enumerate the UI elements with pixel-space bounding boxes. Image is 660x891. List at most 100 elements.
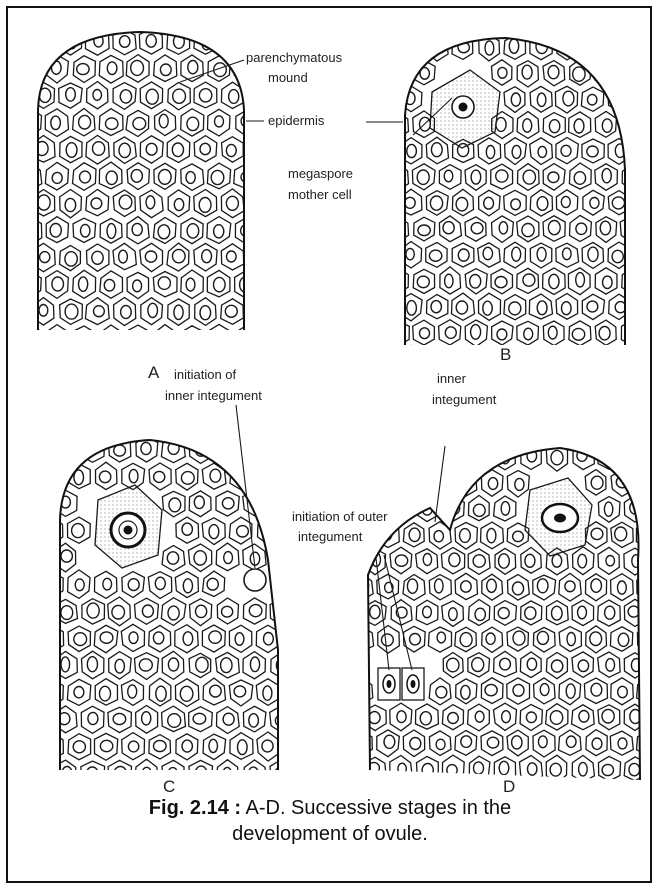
cell-nucleus <box>603 276 613 288</box>
cell-nucleus <box>431 301 441 313</box>
cell-nucleus <box>485 41 494 55</box>
cell-nucleus <box>141 442 151 454</box>
cell-nucleus <box>436 739 445 749</box>
cell-nucleus <box>93 142 105 156</box>
inner-integument-initial-cell <box>244 569 266 591</box>
cell-nucleus <box>100 632 113 643</box>
tissue-cell <box>284 624 307 651</box>
cell-nucleus <box>172 143 183 157</box>
cell-nucleus <box>128 579 139 591</box>
cell-nucleus <box>227 251 237 262</box>
cell-nucleus <box>129 469 138 482</box>
cell-nucleus <box>445 274 453 288</box>
cell-nucleus <box>417 170 429 184</box>
tissue-cell <box>235 326 257 353</box>
cell-nucleus <box>602 169 611 183</box>
cell-nucleus <box>193 713 206 724</box>
cell-nucleus <box>224 552 233 564</box>
cell-nucleus <box>289 469 301 481</box>
cell-nucleus <box>565 581 575 592</box>
cell-nucleus <box>618 738 627 749</box>
cell-nucleus <box>523 274 535 286</box>
cell-nucleus <box>549 120 559 133</box>
cell-nucleus <box>566 736 576 747</box>
cell-nucleus <box>50 224 61 238</box>
megaspore-mother-cell-c <box>95 485 162 568</box>
cell-nucleus <box>483 247 492 259</box>
tissue-cell <box>247 298 271 326</box>
tissue-cell <box>284 679 306 706</box>
cell-nucleus <box>355 634 366 646</box>
cell-nucleus <box>421 450 433 463</box>
cell-nucleus <box>173 89 186 103</box>
tissue-cell <box>285 734 307 761</box>
cell-nucleus <box>180 686 193 701</box>
cell-nucleus <box>448 449 460 462</box>
cell-nucleus <box>275 496 287 511</box>
cell-nucleus <box>437 632 445 643</box>
tissue-cell <box>221 28 243 54</box>
cell-nucleus <box>392 224 404 238</box>
cell-nucleus <box>169 498 181 512</box>
cell-nucleus <box>72 524 85 538</box>
cell-nucleus <box>618 581 627 594</box>
cell-nucleus <box>207 578 218 590</box>
cell-nucleus <box>254 195 267 209</box>
cell-nucleus <box>255 91 264 103</box>
cell-nucleus <box>644 580 655 594</box>
cell-nucleus <box>66 88 76 101</box>
cell-nucleus <box>645 530 654 541</box>
cell-nucleus <box>132 333 141 347</box>
cell-nucleus <box>640 478 652 491</box>
cell-nucleus <box>456 198 468 211</box>
tissue-cell <box>608 34 630 61</box>
cell-nucleus <box>129 632 138 644</box>
cell-nucleus <box>470 275 481 289</box>
cell-nucleus <box>587 41 598 55</box>
cell-nucleus <box>222 445 232 457</box>
tissue-cell <box>100 325 122 352</box>
cell-nucleus <box>250 443 262 454</box>
cell-nucleus <box>74 633 87 646</box>
tissue-cell <box>270 759 292 786</box>
tissue-cell <box>135 759 158 788</box>
cell-nucleus <box>211 170 224 184</box>
cell-nucleus <box>156 686 166 701</box>
cell-nucleus <box>613 352 625 365</box>
cell-nucleus <box>407 301 417 316</box>
cell-nucleus <box>186 172 195 184</box>
cell-nucleus <box>370 451 381 463</box>
cell-nucleus <box>213 332 222 344</box>
cell-nucleus <box>618 633 629 646</box>
cell-nucleus <box>449 553 460 566</box>
cell-nucleus <box>222 606 233 617</box>
tissue-cell <box>249 136 271 162</box>
cell-nucleus <box>461 581 472 592</box>
cell-nucleus <box>115 659 124 673</box>
tissue-cell <box>377 522 400 547</box>
cell-nucleus <box>223 713 234 725</box>
cell-nucleus <box>186 278 195 291</box>
cell-nucleus <box>429 250 441 261</box>
cell-nucleus <box>522 65 532 79</box>
cell-nucleus <box>128 741 138 752</box>
cell-nucleus <box>65 304 78 319</box>
cell-nucleus <box>564 354 573 366</box>
tissue-cell <box>622 111 643 139</box>
tissue-cell <box>387 60 409 85</box>
cell-nucleus <box>120 90 131 103</box>
tissue-cell <box>180 326 203 353</box>
cell-nucleus <box>142 712 151 725</box>
cell-nucleus <box>563 42 573 54</box>
cell-nucleus <box>552 606 563 620</box>
cell-nucleus <box>576 223 587 234</box>
tissue-cell <box>81 761 105 787</box>
cell-nucleus <box>392 171 402 181</box>
cell-nucleus <box>627 171 637 184</box>
cell-nucleus <box>52 277 64 291</box>
tissue-cell <box>270 706 293 733</box>
tissue-cell <box>597 444 620 469</box>
cell-nucleus <box>538 146 547 157</box>
cell-nucleus <box>87 657 97 672</box>
cell-nucleus <box>145 251 156 262</box>
